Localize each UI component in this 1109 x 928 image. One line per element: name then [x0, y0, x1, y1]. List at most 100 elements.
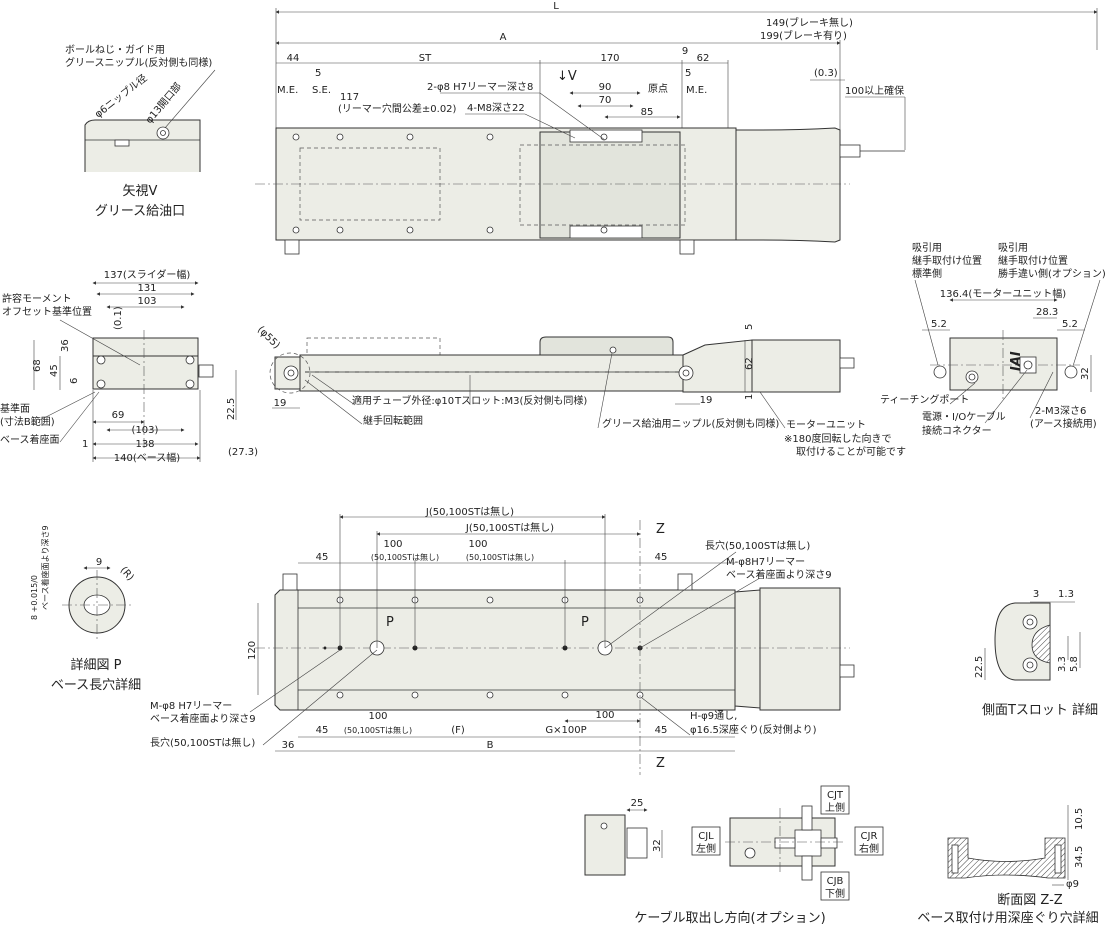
label-se: S.E.	[312, 85, 331, 96]
dim-1: 1	[82, 439, 88, 450]
dim-45-top-right: 45	[655, 552, 668, 563]
dim-90: 90	[599, 82, 612, 93]
cable-option-title: ケーブル取出し方向(オプション)	[634, 910, 825, 926]
view-v-grease-port: ボールねじ・ガイド用 グリースニップル(反対側も同様) φ13開口部 φ6ニップ…	[65, 44, 216, 219]
dim-27.3: (27.3)	[228, 447, 258, 458]
note-rotate-1: ※180度回転した向きで	[784, 432, 891, 445]
dim-0.3: (0.3)	[814, 68, 838, 79]
tslot-detail-title: 側面Tスロット 詳細	[982, 702, 1098, 718]
dim-motor-width: 136.4(モーターユニット幅)	[940, 287, 1067, 300]
dim-G: G×100P	[545, 725, 586, 736]
dim-100-bottom: 100	[368, 711, 387, 722]
label-earth-1: 2-M3深さ6	[1035, 405, 1086, 417]
dim-25: 25	[631, 798, 644, 809]
dim-phi9: φ9	[1066, 879, 1079, 890]
section-z-top: Z	[656, 522, 665, 537]
detail-p-subtitle: ベース長穴詳細	[51, 677, 141, 693]
tslot-detail: 3 1.3 22.5 3.3 5.8 側面Tスロット 詳細	[974, 589, 1098, 718]
label-motor-unit: モーターユニット	[786, 419, 866, 431]
bottom-view: J(50,100STは無し) J(50,100STは無し) Z Z 100 (5…	[150, 505, 855, 775]
label-cjr-side: 右側	[859, 842, 879, 855]
section-zz: 10.5 34.5 φ9 断面図 Z-Z ベース取付け用深座ぐり穴詳細	[917, 805, 1099, 926]
dim-phi55: (φ55)	[255, 324, 282, 351]
label-p-left: P	[386, 615, 394, 630]
dim-36: 36	[282, 740, 295, 751]
section-z-bottom: Z	[656, 756, 665, 771]
label-reference-plane: 基準面	[0, 402, 30, 415]
dim-103-ref: (103)	[132, 425, 159, 436]
label-power-2: 接続コネクター	[922, 424, 992, 437]
dim-5.2-right: 5.2	[1062, 319, 1078, 330]
dim-1-side: 1	[744, 394, 755, 400]
dim-32: 32	[1080, 367, 1091, 380]
view-v-subtitle: グリース給油口	[95, 204, 185, 219]
section-zz-title: 断面図 Z-Z	[997, 893, 1063, 908]
dim-100-bottom-right: 100	[595, 710, 614, 721]
dim-ST: ST	[419, 53, 432, 64]
label-reamer-right-1: M-φ8H7リーマー	[726, 557, 805, 568]
dim-no-brake: 149(ブレーキ無し)	[766, 16, 853, 29]
label-cjt-side: 上側	[825, 801, 845, 814]
dim-100-top-b-note: (50,100STは無し)	[466, 552, 534, 562]
label-nipple-diameter: φ6ニップル径	[92, 71, 150, 120]
dim-3.3: 3.3	[1057, 656, 1068, 672]
dim-70: 70	[599, 95, 612, 106]
dim-B: B	[487, 740, 494, 751]
dim-32: 32	[652, 839, 663, 852]
dim-5-right: 5	[685, 68, 691, 79]
label-view-v: ↓V	[557, 69, 577, 84]
label-reamer-tolerance: (リーマー穴間公差±0.02)	[338, 102, 457, 115]
dim-5: 5	[744, 324, 755, 330]
detail-p-title: 詳細図 P	[71, 657, 122, 673]
dim-19-left: 19	[274, 398, 287, 409]
label-cjl: CJL	[698, 831, 714, 842]
label-slot-right: 長穴(50,100STは無し)	[705, 539, 810, 552]
label-cjl-side: 左側	[696, 842, 716, 855]
dim-with-brake: 199(ブレーキ有り)	[760, 29, 847, 42]
dim-45-bottom-right: 45	[655, 725, 668, 736]
label-slot-left: 長穴(50,100STは無し)	[150, 736, 255, 749]
dim-103: 103	[137, 296, 156, 307]
label-h-hole-2: φ16.5深座ぐり(反対側より)	[690, 723, 817, 736]
dim-34.5: 34.5	[1074, 846, 1085, 868]
dim-22.5: 22.5	[226, 398, 237, 420]
dim-A: A	[500, 32, 507, 43]
label-tube-diameter: 適用チューブ外径:φ10	[352, 394, 454, 407]
label-h-hole-1: H-φ9通し,	[690, 710, 737, 722]
detail-p: 9 (R) 8 +0.015/0 ベース着座面より深さ9 詳細図 P ベース長穴…	[30, 525, 141, 693]
dim-5.8: 5.8	[1069, 656, 1080, 672]
dim-slider-width: 137(スライダー幅)	[104, 268, 191, 281]
dim-10.5: 10.5	[1074, 808, 1085, 830]
top-view: L 149(ブレーキ無し) 199(ブレーキ有り) A 44 ST 170 9 …	[255, 1, 1098, 255]
dim-22.5: 22.5	[974, 656, 985, 678]
label-opt-1: 吸引用	[998, 242, 1028, 254]
dim-170: 170	[600, 53, 619, 64]
side-view: (φ55) 19 19 適用チューブ外径:φ10 Tスロット:M3(反対側も同様…	[255, 324, 906, 458]
motor-end-view: IAI 吸引用 継手取付け位置 標準側 吸引用 継手取付け位置 勝手違い側(オプ…	[880, 242, 1106, 437]
dim-L: L	[553, 1, 559, 12]
label-p-right: P	[581, 615, 589, 630]
dim-F: (F)	[451, 725, 465, 736]
label-origin: 原点	[648, 83, 668, 95]
label-reamer-hole: 2-φ8 H7リーマー深さ8	[427, 81, 533, 93]
label-std-2: 継手取付け位置	[912, 254, 982, 267]
note-rotate-2: 取付けることが可能です	[796, 445, 906, 458]
dim-R: (R)	[118, 565, 136, 583]
dim-9: 9	[96, 557, 102, 568]
dim-45-top-left: 45	[316, 552, 329, 563]
dim-62-side: 62	[744, 357, 755, 370]
dim-36: 36	[60, 339, 71, 352]
label-earth-2: (アース接続用)	[1030, 417, 1097, 430]
label-depth: ベース着座面より深さ9	[40, 525, 50, 610]
label-power-1: 電源・I/Oケーブル	[922, 410, 1006, 423]
label-opening: φ13開口部	[142, 80, 184, 126]
label-me-left: M.E.	[277, 85, 298, 96]
iai-logo: IAI	[1009, 351, 1024, 371]
label-ballscrew-guide: ボールねじ・ガイド用	[65, 44, 165, 56]
dim-1.3: 1.3	[1058, 589, 1074, 600]
dim-base-width: 140(ベース幅)	[114, 451, 180, 464]
dim-3: 3	[1033, 589, 1039, 600]
dim-5-left: 5	[315, 68, 321, 79]
